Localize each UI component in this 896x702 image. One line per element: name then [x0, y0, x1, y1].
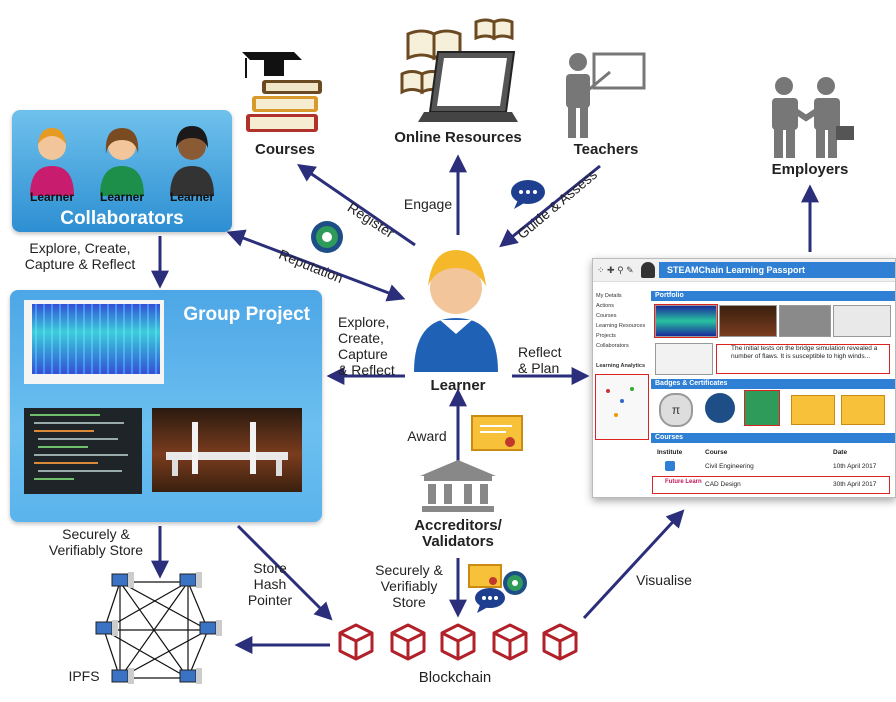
passport-title: STEAMChain Learning Passport	[659, 262, 895, 278]
user-avatar	[641, 262, 655, 278]
ipfs-network	[95, 572, 222, 684]
group-project-title: Group Project	[183, 304, 310, 325]
learner-label: Learner	[430, 377, 486, 394]
green-badge[interactable]	[744, 390, 780, 426]
table-header: Course	[705, 449, 728, 456]
pi-badge[interactable]: π	[659, 393, 693, 427]
employers-label: Employers	[771, 161, 849, 178]
collaborators-panel: Learner Learner Learner Collaborators	[12, 110, 232, 232]
certificate-icon	[471, 415, 523, 451]
chat-bubble-icon	[511, 180, 545, 209]
learner-center-icon	[414, 250, 498, 372]
collaborators-title: Collaborators	[60, 208, 184, 229]
toolbar-icons: ⁘ ✚ ⚲ ✎	[597, 265, 634, 275]
courses-books-icon	[242, 52, 322, 132]
course-date: 10th April 2017	[833, 463, 877, 470]
block-icon	[492, 623, 528, 661]
badges-title: Badges & Certificates	[651, 379, 895, 389]
institute-shield-icon	[665, 461, 675, 471]
explore-left-label: Explore, Create, Capture & Reflect	[24, 240, 136, 272]
arrow-reputation	[226, 229, 406, 302]
sidebar-item[interactable]: Projects	[596, 333, 616, 339]
digital-badge-icon	[311, 221, 343, 253]
table-header: Date	[833, 449, 848, 456]
institute-name: Future Learn	[665, 479, 702, 485]
sidebar-item[interactable]: Courses	[596, 313, 617, 319]
sidebar-item[interactable]: Actions	[596, 303, 615, 309]
passport-header: ⁘ ✚ ⚲ ✎ STEAMChain Learning Passport	[593, 259, 895, 282]
portfolio-title: Portfolio	[651, 291, 895, 301]
online-resources-label: Online Resources	[394, 129, 522, 146]
courses-section-title: Courses	[651, 433, 895, 443]
arrow-blockchain-to-passport	[582, 509, 685, 620]
store-left-label: Securely & Verifiably Store	[48, 526, 144, 558]
portfolio-note: The initial tests on the bridge simulati…	[716, 344, 890, 374]
accreditors-label: Accreditors/ Validators	[414, 517, 502, 550]
arrow-group-to-blockchain	[236, 524, 333, 621]
institution-building-icon	[420, 460, 496, 512]
learner-avatar-icon	[100, 128, 144, 196]
block-icon	[338, 623, 374, 661]
block-icon	[390, 623, 426, 661]
employers-handshake-icon	[772, 77, 854, 158]
learner-avatar-icon	[30, 128, 74, 196]
table-header: Institute	[657, 449, 683, 456]
digital-badge[interactable]	[705, 393, 735, 423]
group-project-panel: Group Project	[10, 290, 322, 522]
block-icon	[440, 623, 476, 661]
learner-avatar-icon	[170, 126, 214, 196]
code-editor-screenshot	[24, 408, 142, 494]
arrow-guide-assess	[499, 164, 601, 248]
digital-badge-icon	[503, 571, 527, 595]
portfolio-thumb[interactable]	[833, 305, 891, 337]
ipfs-label: IPFS	[68, 668, 100, 684]
sidebar-item[interactable]: My Details	[596, 293, 622, 299]
sidebar-item[interactable]: Learning Resources	[596, 323, 646, 329]
store-center-label: Securely & Verifiably Store	[375, 562, 443, 610]
courses-label: Courses	[254, 141, 316, 158]
portfolio-thumb[interactable]	[655, 343, 713, 375]
portfolio-thumb[interactable]	[719, 305, 777, 337]
visualise-label: Visualise	[636, 572, 692, 588]
teachers-label: Teachers	[573, 141, 639, 158]
course-date: 30th April 2017	[833, 481, 877, 488]
learning-analytics-title: Learning Analytics	[596, 363, 646, 369]
course-name: CAD Design	[705, 481, 741, 488]
certificate-icon	[468, 564, 502, 588]
laptop-books-icon	[400, 18, 518, 122]
store-hash-label: Store Hash Pointer	[247, 560, 293, 608]
certificate[interactable]	[841, 395, 885, 425]
explore-center-label: Explore, Create, Capture & Reflect	[338, 314, 395, 378]
analytics-chart	[595, 374, 649, 440]
block-icon	[542, 623, 578, 661]
reflect-plan-label: Reflect & Plan	[518, 344, 562, 376]
portfolio-thumb[interactable]	[779, 305, 831, 337]
sidebar-item[interactable]: Collaborators	[596, 343, 629, 349]
spectrogram-plot	[24, 300, 164, 384]
learner-1-label: Learner	[29, 190, 75, 204]
award-label: Award	[407, 428, 447, 444]
chat-bubble-icon	[475, 588, 505, 613]
course-name: Civil Engineering	[705, 463, 754, 470]
certificate[interactable]	[791, 395, 835, 425]
blockchain-label: Blockchain	[418, 669, 492, 686]
teacher-icon	[566, 52, 646, 138]
bridge-model-photo	[152, 408, 302, 492]
portfolio-thumb[interactable]	[654, 304, 718, 338]
learner-2-label: Learner	[99, 190, 145, 204]
learner-3-label: Learner	[169, 190, 215, 204]
engage-label: Engage	[403, 196, 453, 212]
learning-passport-window: ⁘ ✚ ⚲ ✎ STEAMChain Learning Passport My …	[592, 258, 896, 498]
